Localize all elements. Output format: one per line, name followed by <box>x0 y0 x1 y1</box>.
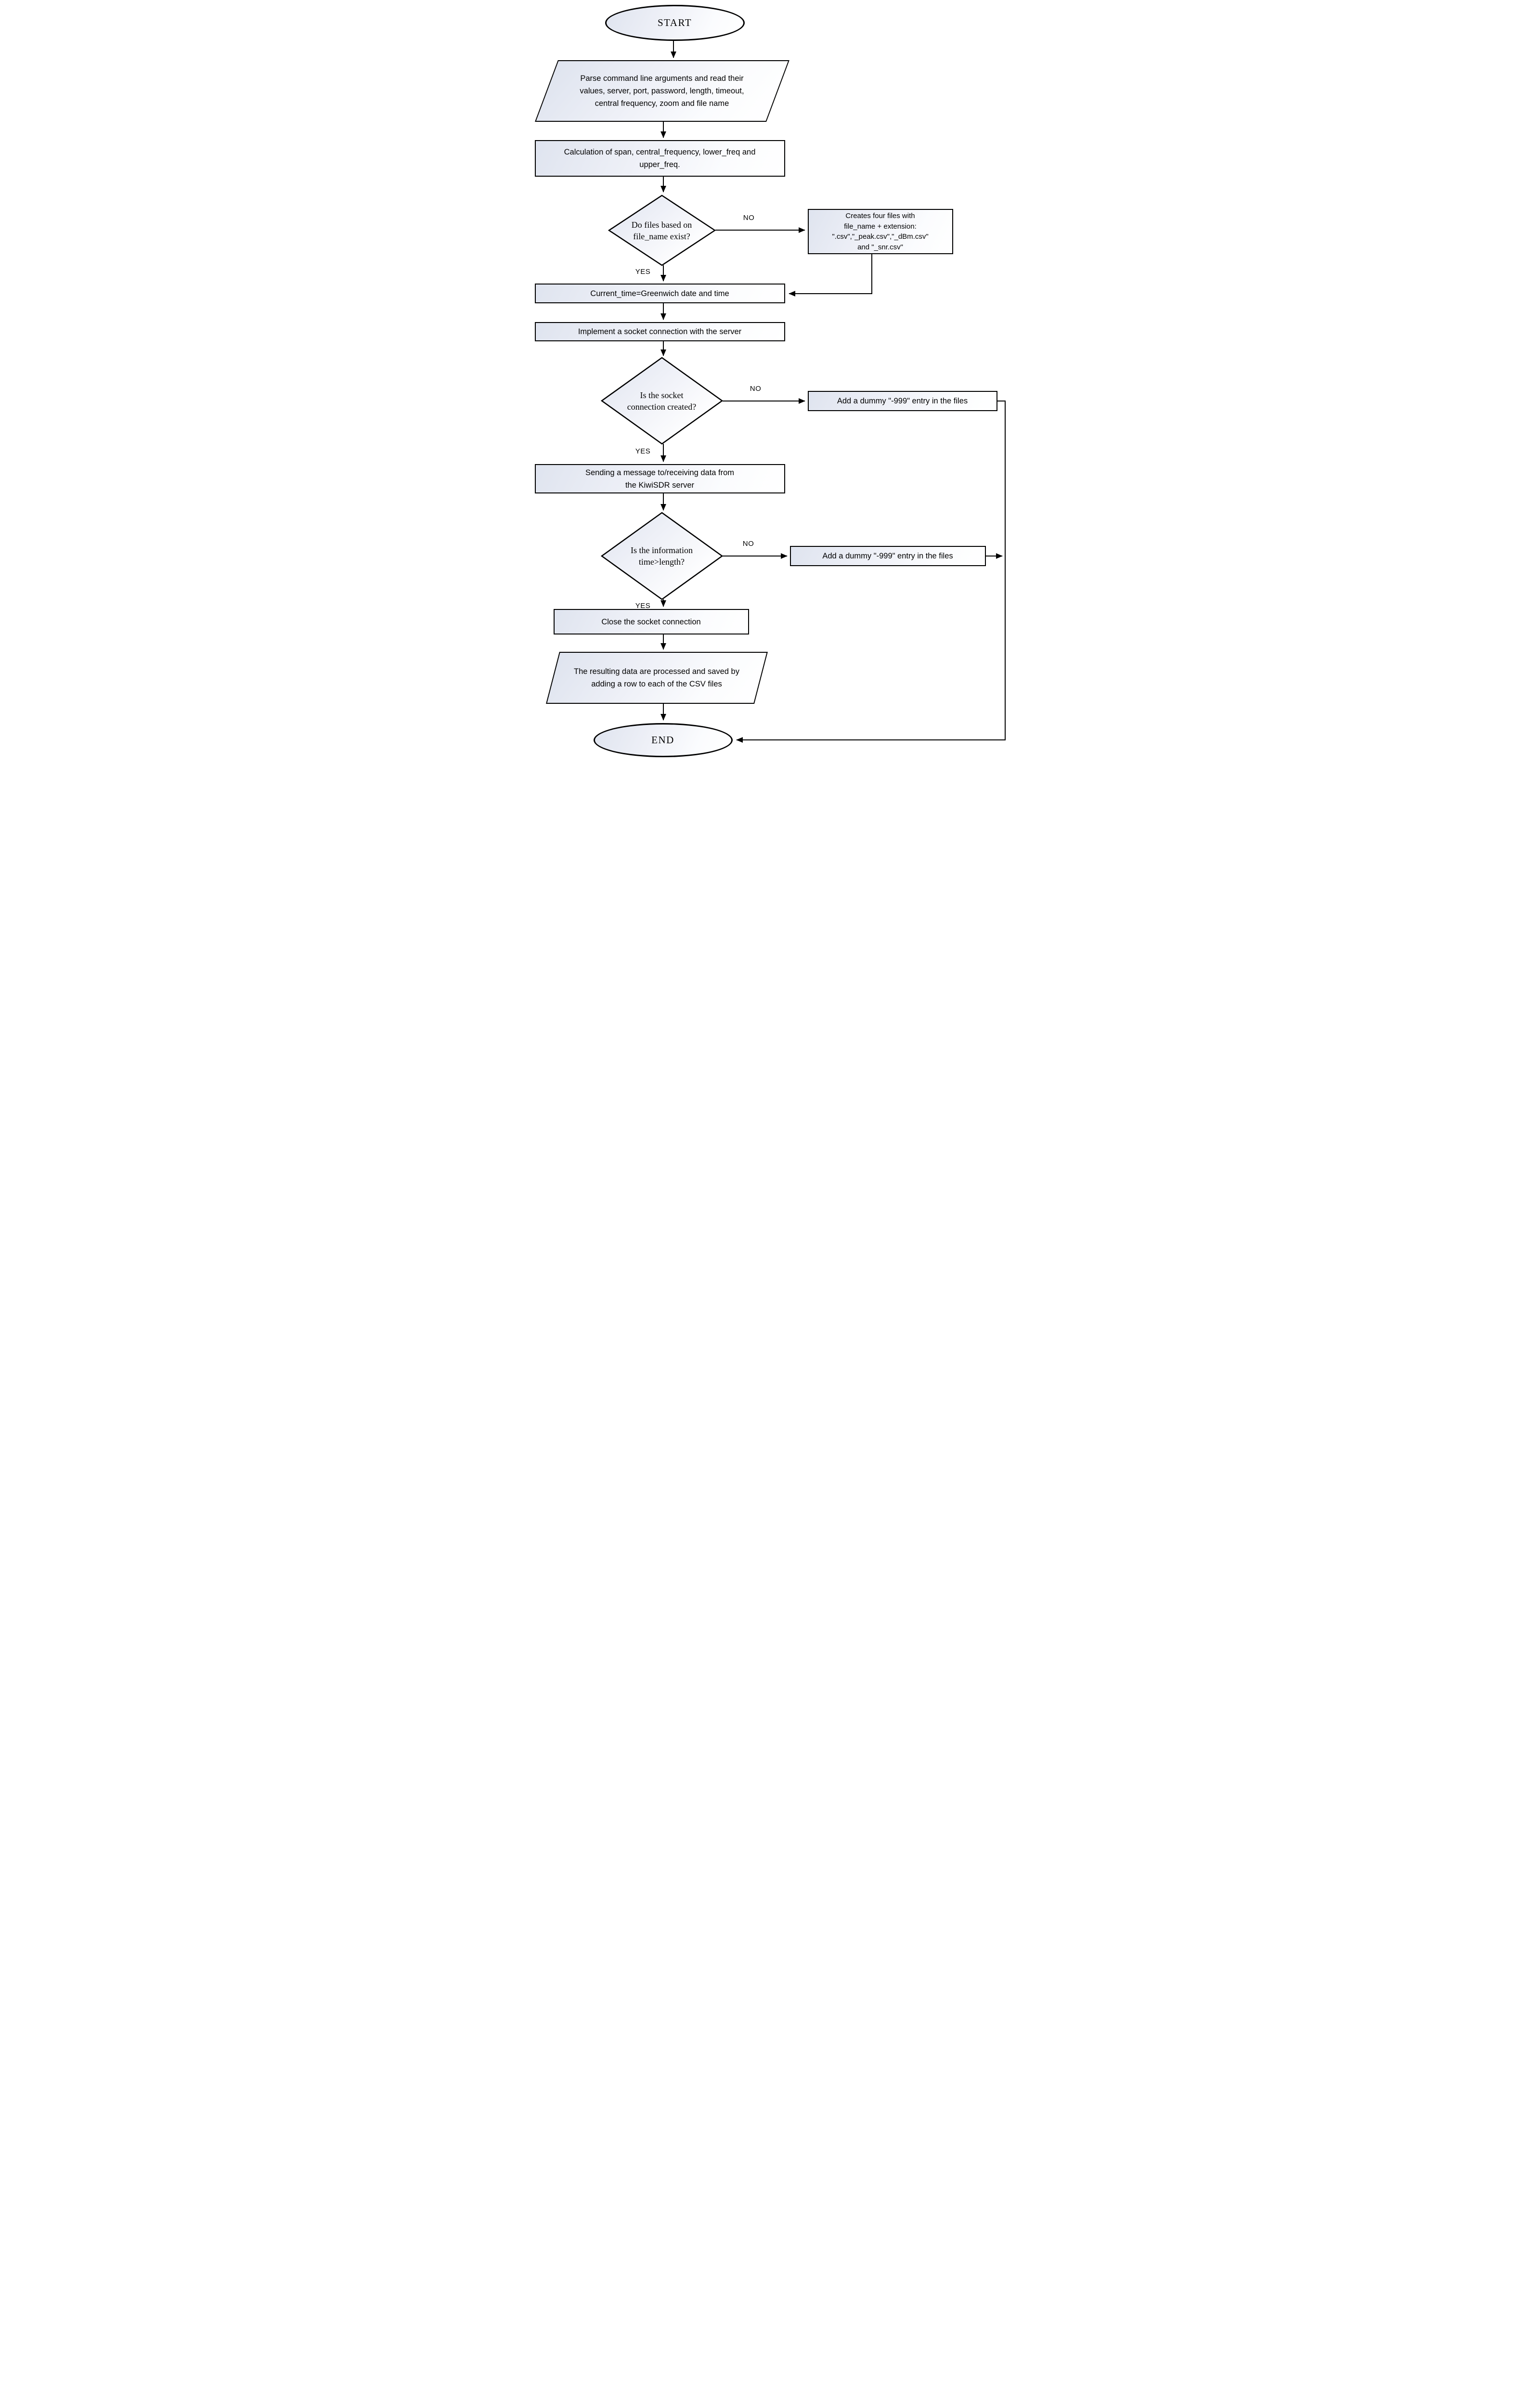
node-files-exist-decision: Do files based on file_name exist? <box>608 194 716 266</box>
edge-label-files-exist-yes: YES <box>635 268 651 276</box>
time-gt-length-label: Is the information time>length? <box>631 545 693 567</box>
flowchart-canvas: START Parse command line arguments and r… <box>529 0 1011 763</box>
save-data-text-overlay: The resulting data are processed and sav… <box>546 652 768 704</box>
node-end-terminator: END <box>593 723 733 757</box>
parse-args-label: Parse command line arguments and read th… <box>580 74 744 108</box>
edge-label-socket-created-yes: YES <box>635 447 651 455</box>
end-label: END <box>651 734 674 746</box>
dummy-entry-2-label: Add a dummy "-999" entry in the files <box>822 552 953 560</box>
start-label: START <box>657 17 692 28</box>
node-send-receive-process: Sending a message to/receiving data from… <box>534 464 785 493</box>
node-close-socket-process: Close the socket connection <box>553 609 749 634</box>
node-dummy-entry-2-process: Add a dummy "-999" entry in the files <box>789 546 986 566</box>
calc-span-label: Calculation of span, central_frequency, … <box>564 148 756 169</box>
flow-connectors <box>660 41 1006 743</box>
node-calc-span-process: Calculation of span, central_frequency, … <box>534 140 785 177</box>
node-create-files-process: Creates four files with file_name + exte… <box>807 209 953 254</box>
socket-connection-label: Implement a socket connection with the s… <box>578 327 742 336</box>
send-receive-label: Sending a message to/receiving data from… <box>585 468 735 490</box>
parse-args-text-overlay: Parse command line arguments and read th… <box>535 60 789 122</box>
close-socket-label: Close the socket connection <box>601 617 701 626</box>
edge-label-time-gt-length-no: NO <box>742 540 754 548</box>
edge-label-socket-created-no: NO <box>750 385 762 393</box>
node-time-gt-length-decision: Is the information time>length? <box>600 512 723 600</box>
node-socket-connection-process: Implement a socket connection with the s… <box>534 322 785 341</box>
node-socket-created-decision: Is the socket connection created? <box>600 357 723 445</box>
edge-label-files-exist-no: NO <box>743 214 755 222</box>
socket-created-label: Is the socket connection created? <box>627 390 697 412</box>
node-start-terminator: START <box>605 5 745 41</box>
edge-label-time-gt-length-yes: YES <box>635 602 651 610</box>
create-files-label: Creates four files with file_name + exte… <box>832 212 929 251</box>
current-time-label: Current_time=Greenwich date and time <box>590 289 729 298</box>
save-data-label: The resulting data are processed and sav… <box>574 667 739 688</box>
node-current-time-process: Current_time=Greenwich date and time <box>534 284 785 303</box>
dummy-entry-1-label: Add a dummy "-999" entry in the files <box>837 397 968 405</box>
files-exist-label: Do files based on file_name exist? <box>631 220 692 241</box>
node-dummy-entry-1-process: Add a dummy "-999" entry in the files <box>807 391 997 411</box>
